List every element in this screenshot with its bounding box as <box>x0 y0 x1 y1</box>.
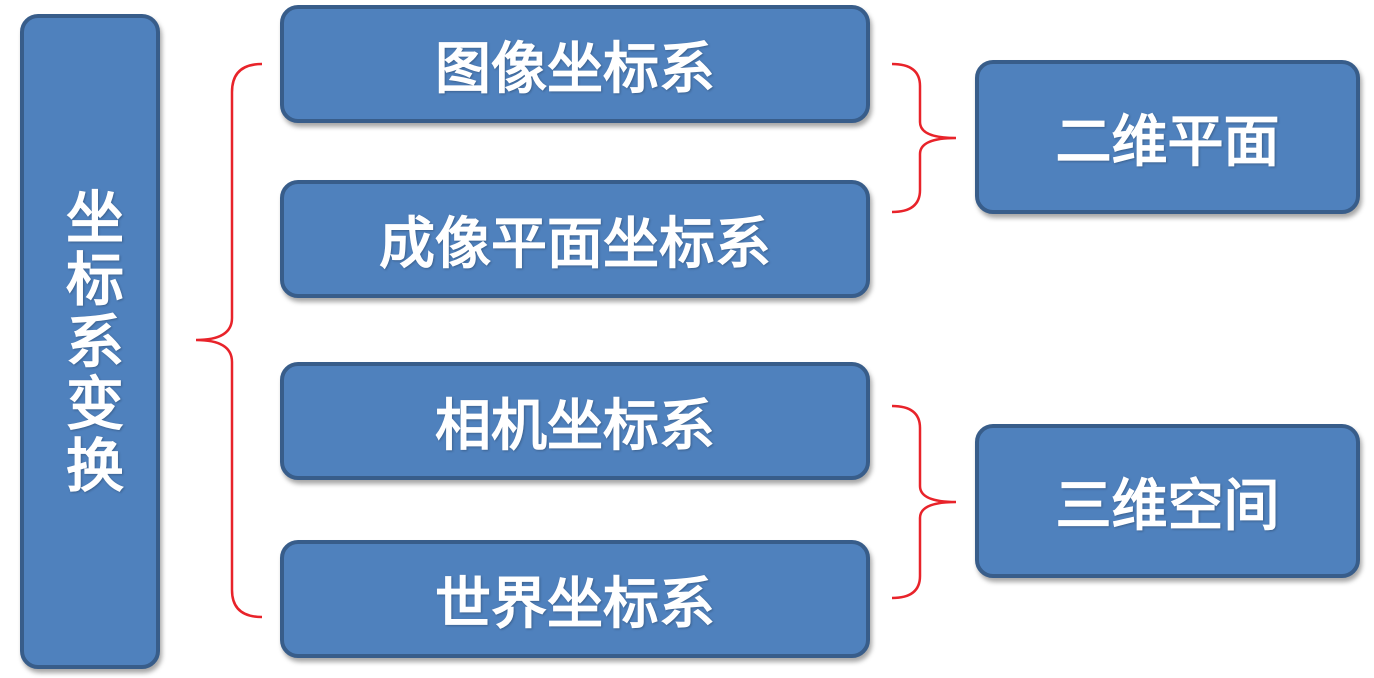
image-coordinate-system-label: 图像坐标系 <box>435 36 715 102</box>
coordinate-transform-box: 坐标系变换 <box>20 14 160 669</box>
coordinate-transform-label: 坐标系变换 <box>56 186 124 497</box>
3d-space-box: 三维空间 <box>975 424 1360 578</box>
imaging-plane-coordinate-system-box: 成像平面坐标系 <box>280 180 870 298</box>
2d-plane-box: 二维平面 <box>975 60 1360 214</box>
main-brace <box>195 62 263 619</box>
camera-coordinate-system-label: 相机坐标系 <box>435 393 715 459</box>
world-coordinate-system-box: 世界坐标系 <box>280 540 870 658</box>
imaging-plane-coordinate-system-label: 成像平面坐标系 <box>379 211 771 277</box>
3d-brace <box>891 404 957 600</box>
2d-plane-label: 二维平面 <box>1055 109 1280 175</box>
3d-space-label: 三维空间 <box>1055 473 1280 539</box>
world-coordinate-system-label: 世界坐标系 <box>435 571 715 637</box>
image-coordinate-system-box: 图像坐标系 <box>280 5 870 123</box>
2d-brace <box>891 62 957 214</box>
camera-coordinate-system-box: 相机坐标系 <box>280 362 870 480</box>
